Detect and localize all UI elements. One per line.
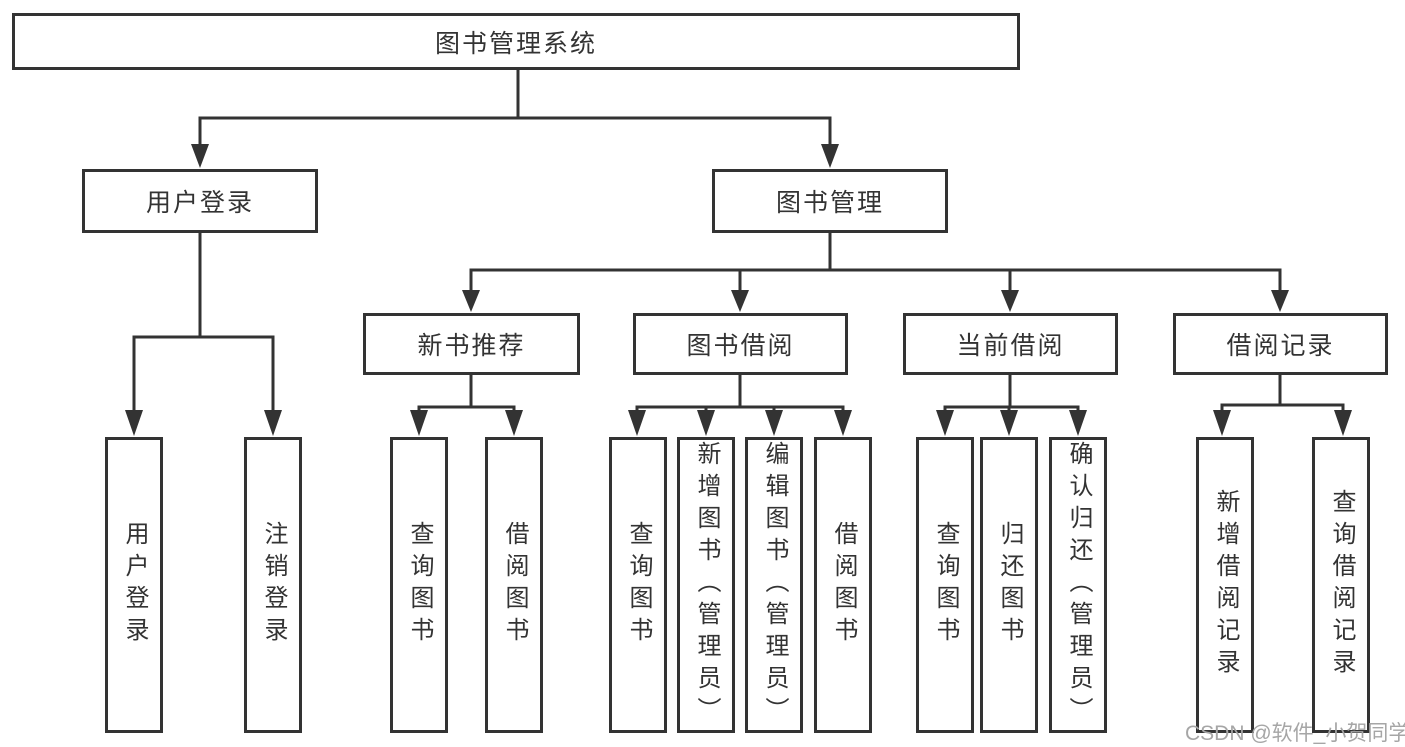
node-user-login-module: 用户登录 <box>82 169 318 233</box>
leaf-query-borrow-record: 查询借阅记录 <box>1312 437 1370 733</box>
leaf-add-borrow-record: 新增借阅记录 <box>1196 437 1254 733</box>
node-book-management-module: 图书管理 <box>712 169 948 233</box>
leaf-logout: 注销登录 <box>244 437 302 733</box>
leaf-borrow-book: 借阅图书 <box>814 437 872 733</box>
node-borrow-records: 借阅记录 <box>1173 313 1388 375</box>
leaf-return-book: 归还图书 <box>980 437 1038 733</box>
node-root-library-management-system: 图书管理系统 <box>12 13 1020 70</box>
leaf-current-query-book: 查询图书 <box>916 437 974 733</box>
node-book-borrow: 图书借阅 <box>633 313 848 375</box>
csdn-watermark: CSDN @软件_小贺同学 <box>1185 722 1405 745</box>
node-new-book-recommend: 新书推荐 <box>363 313 580 375</box>
node-current-borrow: 当前借阅 <box>903 313 1118 375</box>
leaf-edit-book-admin: 编辑图书（管理员） <box>745 437 803 733</box>
leaf-user-login: 用户登录 <box>105 437 163 733</box>
leaf-confirm-return-admin: 确认归还（管理员） <box>1049 437 1107 733</box>
leaf-borrow-query-book: 查询图书 <box>609 437 667 733</box>
leaf-recommend-query-book: 查询图书 <box>390 437 448 733</box>
leaf-recommend-borrow-book: 借阅图书 <box>485 437 543 733</box>
leaf-add-book-admin: 新增图书（管理员） <box>677 437 735 733</box>
